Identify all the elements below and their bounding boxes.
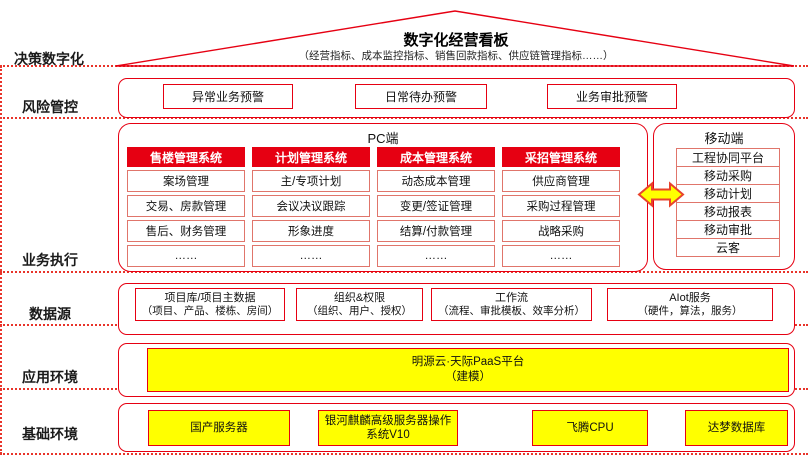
risk-item-daily-todo: 日常待办预警 [355, 84, 487, 109]
datasource-box-project: 项目库/项目主数据 （项目、产品、楼栋、房间） [135, 288, 285, 321]
datasource-box-line2: （项目、产品、楼栋、房间） [141, 305, 279, 317]
mobile-cell: 移动审批 [676, 220, 780, 239]
datasource-box-org: 组织&权限 （组织、用户、授权） [296, 288, 423, 321]
system-cell: 供应商管理 [502, 170, 620, 192]
system-header-procure: 采招管理系统 [502, 147, 620, 167]
base-env-box-server: 国产服务器 [148, 410, 290, 446]
system-cell: 动态成本管理 [377, 170, 495, 192]
risk-item-abnormal-business: 异常业务预警 [163, 84, 293, 109]
system-cell: 会议决议跟踪 [252, 195, 370, 217]
datasource-box-aiot: AIot服务 （硬件，算法，服务） [607, 288, 773, 321]
system-header-cost: 成本管理系统 [377, 147, 495, 167]
dotted-separator-3 [0, 271, 808, 273]
paas-platform-box: 明源云·天际PaaS平台 （建模） [147, 348, 789, 392]
left-dotted-border [0, 66, 2, 454]
paas-platform-line2: （建模） [445, 371, 491, 383]
system-cell: …… [252, 245, 370, 267]
row-label-app-env: 应用环境 [22, 369, 78, 385]
roof-subtitle: （经营指标、成本监控指标、销售回款指标、供应链管理指标……） [298, 50, 614, 62]
system-cell: …… [377, 245, 495, 267]
mobile-panel-title: 移动端 [704, 131, 744, 146]
datasource-box-line2: （硬件，算法，服务） [637, 305, 743, 317]
base-env-box-kylin-os: 银河麒麟高级服务器操作系统V10 [318, 410, 458, 446]
mobile-cell: 云客 [676, 238, 780, 257]
dotted-separator-2 [0, 117, 808, 119]
paas-platform-line1: 明源云·天际PaaS平台 [411, 356, 525, 368]
mobile-cell: 工程协同平台 [676, 148, 780, 167]
mobile-cell: 移动报表 [676, 202, 780, 221]
datasource-box-line1: AIot服务 [669, 292, 711, 304]
row-label-execution: 业务执行 [22, 252, 78, 268]
system-cell: …… [127, 245, 245, 267]
datasource-box-line1: 组织&权限 [333, 292, 386, 304]
datasource-box-line2: （组织、用户、授权） [307, 305, 412, 317]
system-cell: 主/专项计划 [252, 170, 370, 192]
risk-item-approval: 业务审批预警 [547, 84, 677, 109]
base-env-box-phytium-cpu: 飞腾CPU [532, 410, 648, 446]
system-cell: 形象进度 [252, 220, 370, 242]
dotted-separator-6 [0, 453, 808, 455]
system-cell: 变更/签证管理 [377, 195, 495, 217]
system-cell: 战略采购 [502, 220, 620, 242]
datasource-box-line1: 工作流 [495, 292, 528, 304]
datasource-box-line1: 项目库/项目主数据 [164, 292, 256, 304]
sync-arrow-icon [637, 181, 685, 208]
row-label-datasource: 数据源 [29, 306, 71, 322]
roof-title: 数字化经营看板 [403, 32, 509, 49]
system-cell: 采购过程管理 [502, 195, 620, 217]
datasource-box-workflow: 工作流 （流程、审批模板、效率分析） [431, 288, 592, 321]
row-label-risk: 风险管控 [22, 99, 78, 115]
system-header-plan: 计划管理系统 [252, 147, 370, 167]
system-header-sales: 售楼管理系统 [127, 147, 245, 167]
datasource-box-line2: （流程、审批模板、效率分析） [438, 305, 585, 317]
row-label-decision: 决策数字化 [14, 51, 84, 67]
system-cell: …… [502, 245, 620, 267]
system-cell: 结算/付款管理 [377, 220, 495, 242]
mobile-cell: 移动计划 [676, 184, 780, 203]
system-cell: 售后、财务管理 [127, 220, 245, 242]
mobile-cell: 移动采购 [676, 166, 780, 185]
system-cell: 交易、房款管理 [127, 195, 245, 217]
system-cell: 案场管理 [127, 170, 245, 192]
pc-panel-title: PC端 [367, 131, 399, 146]
row-label-base-env: 基础环境 [22, 426, 78, 442]
roof-triangle [115, 10, 795, 67]
base-env-box-dameng-db: 达梦数据库 [685, 410, 788, 446]
